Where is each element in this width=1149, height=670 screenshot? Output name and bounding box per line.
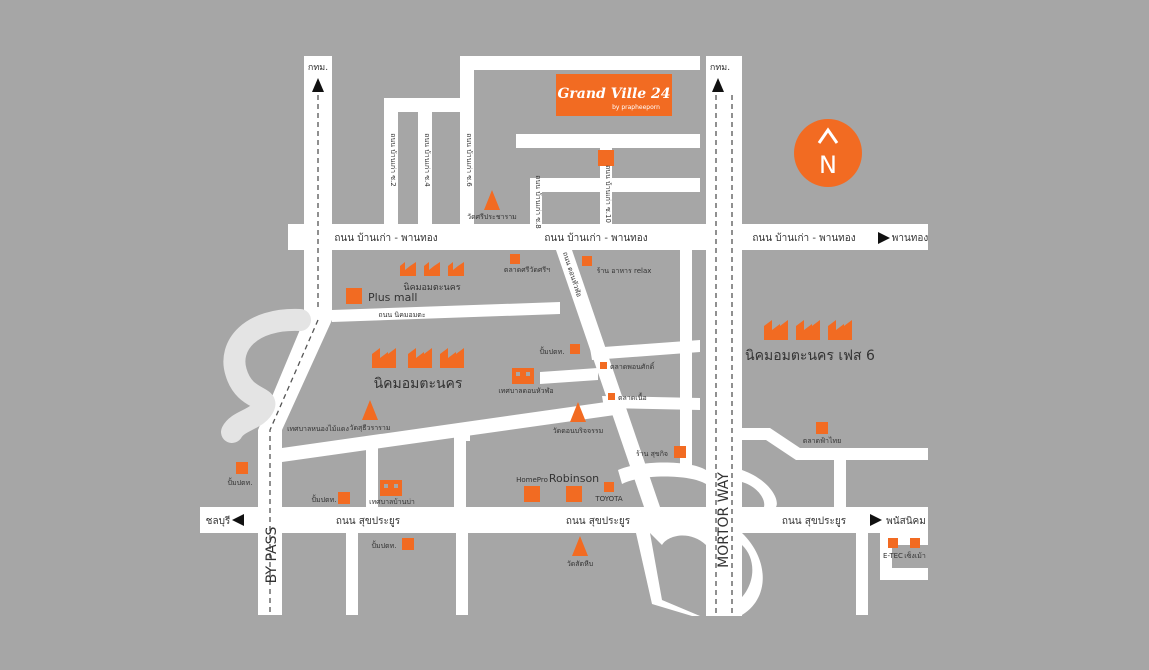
place-robinson: Robinson: [549, 472, 599, 485]
place-nikom-top: นิคมอมตะนคร: [403, 282, 460, 293]
restaurant-marker: [582, 256, 592, 266]
place-municipal-nong: เทศบาลหนองไม้แดง: [287, 424, 349, 433]
north-arrow-motorway-icon: [712, 78, 724, 92]
north-arrow-icon: [817, 127, 839, 144]
homepro-marker: [524, 486, 540, 502]
market-marker: [608, 393, 615, 400]
compass: N: [794, 119, 862, 187]
road-banpao-left: ถนน บ้านเก่า - พานทอง: [334, 232, 437, 244]
road-soi6: ถนน บ้านเก่า ซ.6: [465, 133, 473, 187]
place-wat-suthi: วัดสุธีวราราม: [350, 424, 391, 432]
road-to-chonburi: ชลบุรี: [206, 515, 231, 527]
west-arrow-chonburi-icon: [232, 514, 244, 526]
place-municipal-ban: เทศบาลบ้านบ่า: [369, 498, 415, 506]
place-market-fa: ตลาดฟ้าไทย: [803, 436, 841, 445]
place-gas4: ปั้มปตท.: [372, 539, 397, 550]
place-toyota: TOYOTA: [594, 495, 623, 503]
road-banpao-right: ถนน บ้านเก่า - พานทอง: [752, 232, 855, 244]
place-market-nue: ตลาดเนื้อ: [618, 391, 647, 402]
gas-marker: [338, 492, 350, 504]
place-gas2: ปั้มปตท.: [228, 476, 253, 487]
factory-icon: [372, 348, 464, 368]
place-wat-sattha: วัดสัตหีบ: [567, 560, 593, 568]
label-bangkok-left: กทม.: [308, 63, 328, 73]
brand-name: Grand Ville 24: [557, 86, 670, 102]
place-market-end: เซ็งเม้า: [904, 551, 926, 560]
north-arrow-bypass-icon: [312, 78, 324, 92]
compass-letter: N: [819, 151, 837, 179]
place-wat-sri: วัดศรีประชาราม: [467, 213, 517, 221]
place-gas3: ปั้มปตท.: [312, 493, 337, 504]
road-sukprayoon-right: ถนน สุขประยูร: [782, 516, 847, 527]
plus-mall-marker: [346, 288, 362, 304]
toyota-marker: [604, 482, 614, 492]
place-homepro: HomePro: [516, 476, 548, 484]
place-market-ponsak: ตลาดพอนศักดิ์: [610, 361, 656, 371]
label-bangkok-right: กทม.: [710, 63, 730, 73]
place-plus-mall: Plus mall: [368, 291, 417, 304]
place-nikom-mid: นิคมอมตะนคร: [374, 376, 463, 392]
east-arrow-phanthong-icon: [878, 232, 890, 244]
road-banpao-mid: ถนน บ้านเก่า - พานทอง: [544, 232, 647, 244]
temple-icon: [570, 402, 586, 422]
robinson-marker: [566, 486, 582, 502]
label-bypass: BY PASS: [264, 527, 280, 584]
municipal-building-icon: [512, 368, 534, 384]
temple-icon: [362, 400, 378, 420]
place-etec: E-TEC: [883, 552, 903, 560]
road-soi10: ถนน บ้านเก่า ซ.10: [604, 165, 612, 223]
east-arrow-phanat-icon: [870, 514, 882, 526]
place-restaurant: ร้าน อาหาร relax: [597, 267, 652, 275]
road-to-phanthong: พานทอง: [892, 233, 929, 244]
road-sukprayoon-mid: ถนน สุขประยูร: [566, 516, 631, 527]
places: วัดศรีประชาราม ตลาดศรีวัดศรีฯ ร้าน อาหาร…: [228, 190, 926, 568]
brand-logo: Grand Ville 24 by prapheeporn: [556, 74, 672, 116]
brand-tagline: by prapheeporn: [612, 104, 660, 111]
shop-marker: [674, 446, 686, 458]
place-market-sriwat: ตลาดศรีวัดศรีฯ: [504, 266, 550, 274]
market-marker: [910, 538, 920, 548]
road-network: [200, 56, 928, 616]
place-wat-don: วัดดอนบริจจรรม: [553, 427, 604, 435]
gas-marker: [570, 344, 580, 354]
etec-marker: [888, 538, 898, 548]
road-soi2: ถนน บ้านเก่า ซ.2: [389, 133, 397, 186]
market-marker: [600, 362, 607, 369]
place-nikom-phase6: นิคมอมตะนคร เฟส 6: [745, 348, 875, 364]
gas-marker: [236, 462, 248, 474]
factory-icon: [764, 320, 852, 340]
market-marker: [816, 422, 828, 434]
market-marker: [510, 254, 520, 264]
lane-markings: [269, 95, 733, 614]
label-motorway: MORTOR WAY: [716, 472, 732, 568]
place-municipal-donhua: เทศบาลดอนหัวฬ่อ: [498, 387, 553, 395]
project-location-marker: [598, 150, 614, 166]
place-shop-sukit: ร้าน สุขกิจ: [636, 450, 668, 458]
road-nikom: ถนน นิคมอมตะ: [378, 311, 425, 319]
road-soi4: ถนน บ้านเก่า ซ.4: [423, 133, 431, 187]
road-sukprayoon-left: ถนน สุขประยูร: [336, 516, 401, 527]
temple-icon: [484, 190, 500, 210]
place-gas1: ปั้มปตท.: [540, 345, 565, 356]
temple-icon: [572, 536, 588, 556]
road-to-phanat: พนัสนิคม: [886, 516, 926, 527]
highway-arrows: [232, 78, 890, 526]
road-soi8: ถนน บ้านเก่า ซ.8: [534, 175, 542, 228]
gas-marker: [402, 538, 414, 550]
municipal-building-icon: [380, 480, 402, 496]
factory-icon: [400, 262, 464, 276]
